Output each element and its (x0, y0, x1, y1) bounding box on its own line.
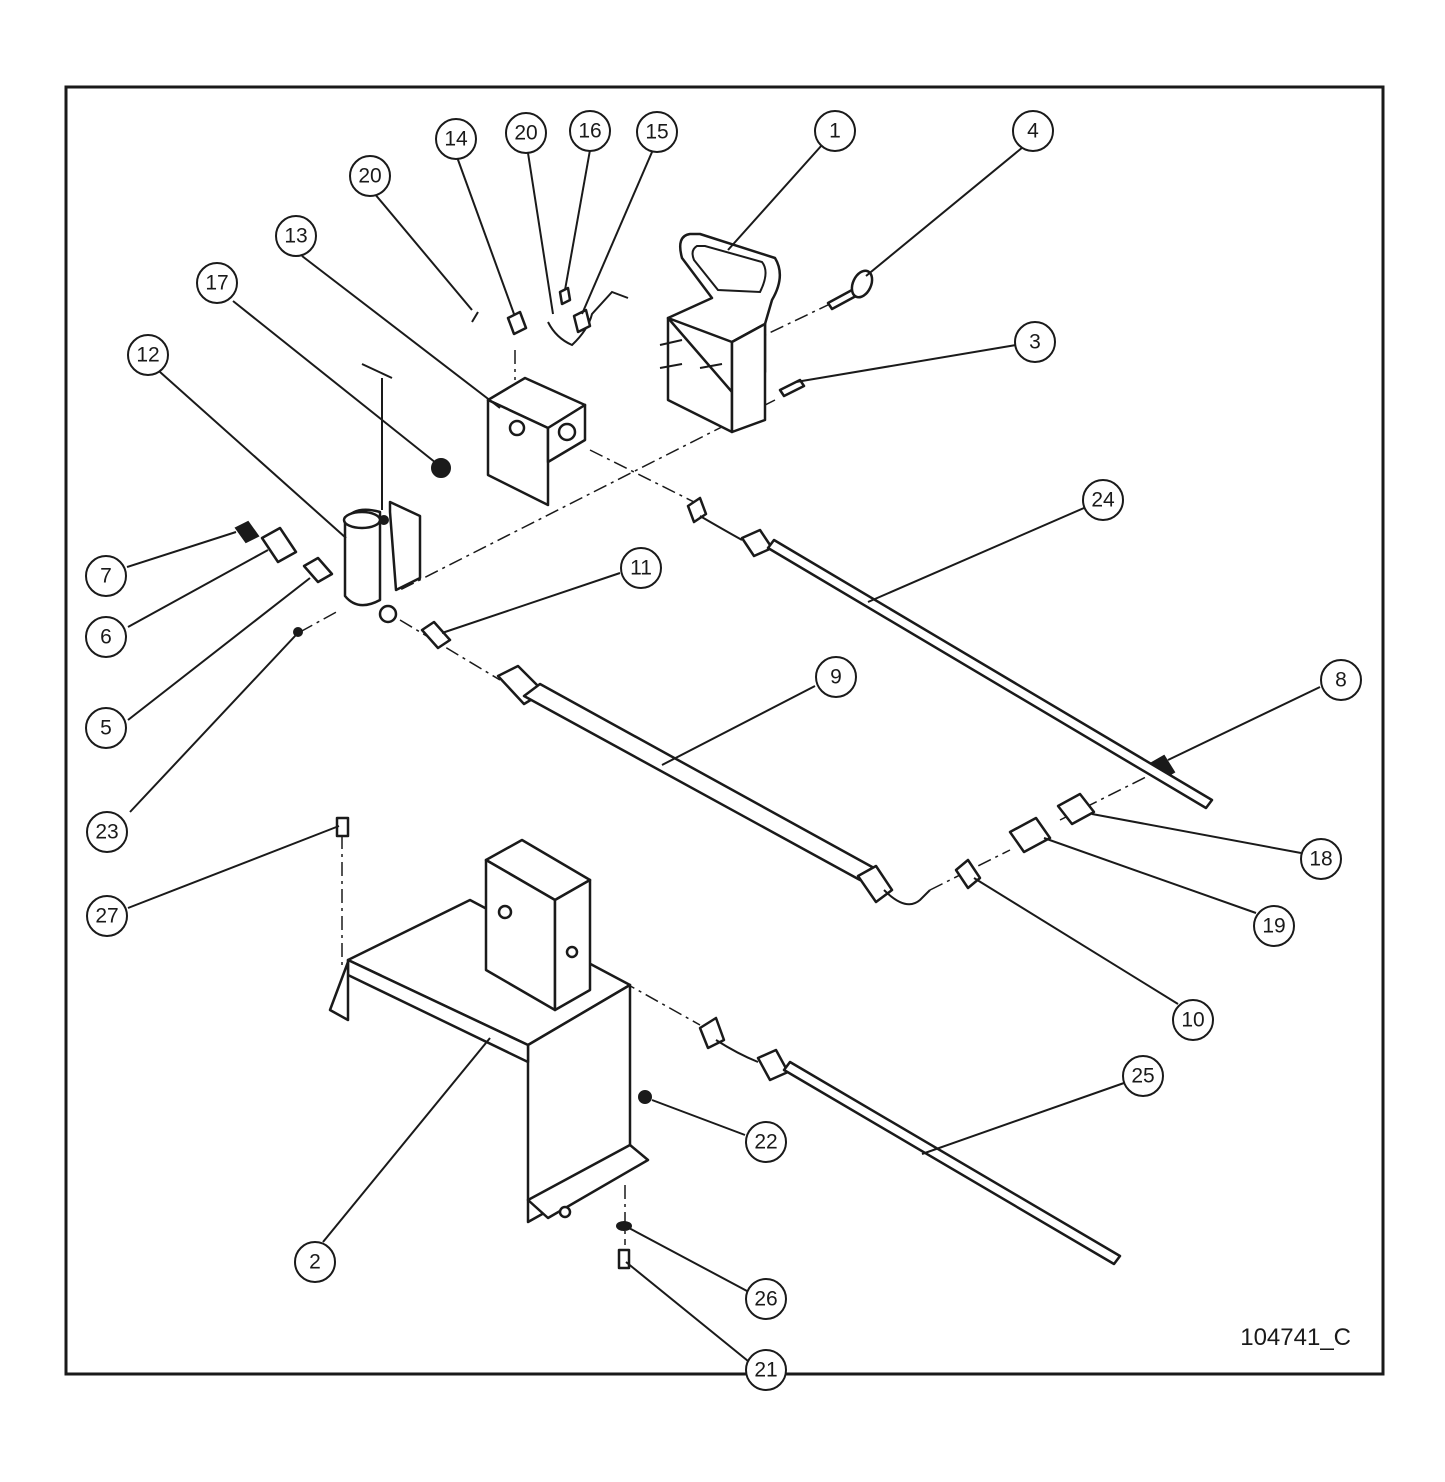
callout-24: 24 (1082, 479, 1124, 521)
callout-13: 13 (275, 215, 317, 257)
part-base-bracket (328, 838, 650, 1224)
part-hose-fitting-11 (420, 620, 452, 650)
callout-label: 21 (754, 1359, 777, 1382)
callout-label: 4 (1027, 120, 1039, 143)
callout-17: 17 (196, 262, 238, 304)
callout-label: 8 (1335, 669, 1347, 692)
callout-label: 12 (136, 344, 159, 367)
callout-15: 15 (636, 111, 678, 153)
callout-7: 7 (85, 555, 127, 597)
callout-label: 6 (100, 626, 112, 649)
drawing-frame (64, 85, 1385, 1376)
callout-12: 12 (127, 334, 169, 376)
callout-label: 20 (514, 122, 537, 145)
callout-19: 19 (1253, 905, 1295, 947)
assembly-centerlines (299, 302, 1151, 1245)
callout-6: 6 (85, 616, 127, 658)
callout-18: 18 (1300, 838, 1342, 880)
callout-9: 9 (815, 656, 857, 698)
callout-label: 2 (309, 1251, 321, 1274)
callout-label: 1 (829, 120, 841, 143)
part-screw-3 (778, 378, 806, 398)
callout-label: 17 (205, 272, 228, 295)
callout-label: 13 (284, 225, 307, 248)
callout-23: 23 (86, 811, 128, 853)
part-fittings-5-6-7 (234, 520, 334, 584)
callout-20-left: 20 (349, 155, 391, 197)
drawing-number: 104741_C (1240, 1324, 1351, 1351)
callout-3: 3 (1014, 321, 1056, 363)
callout-label: 22 (754, 1131, 777, 1154)
callout-14: 14 (435, 118, 477, 160)
part-knob (431, 458, 451, 478)
callout-2: 2 (294, 1241, 336, 1283)
part-cable-lower (698, 1016, 1122, 1266)
callout-label: 19 (1262, 915, 1285, 938)
part-valve-body (486, 376, 587, 507)
callout-label: 11 (630, 557, 652, 580)
callout-label: 10 (1181, 1009, 1204, 1032)
callout-11: 11 (620, 547, 662, 589)
part-ball (293, 627, 303, 637)
part-hose (496, 664, 931, 906)
callout-label: 9 (830, 666, 842, 689)
part-solenoid (342, 363, 422, 624)
callout-8: 8 (1320, 659, 1362, 701)
callout-5: 5 (85, 707, 127, 749)
callout-26: 26 (745, 1278, 787, 1320)
part-fittings-8-10-18-19 (954, 754, 1176, 890)
callout-label: 18 (1309, 848, 1332, 871)
part-small-hardware (335, 816, 652, 1270)
part-handle-bracket (659, 232, 781, 434)
callout-label: 20 (358, 165, 381, 188)
callout-20-upper: 20 (505, 112, 547, 154)
part-ring-pin (826, 269, 874, 311)
callout-16: 16 (569, 110, 611, 152)
callout-22: 22 (745, 1121, 787, 1163)
callout-10: 10 (1172, 999, 1214, 1041)
callout-1: 1 (814, 110, 856, 152)
callout-label: 3 (1029, 331, 1041, 354)
part-cable-upper (686, 496, 1214, 810)
callout-label: 26 (754, 1288, 777, 1311)
callout-label: 16 (578, 120, 601, 143)
callout-label: 25 (1131, 1065, 1154, 1088)
callout-label: 27 (95, 905, 118, 928)
callout-label: 14 (444, 128, 468, 151)
callout-label: 5 (100, 717, 112, 740)
callout-label: 15 (645, 121, 668, 144)
callout-label: 7 (100, 565, 112, 588)
callout-21: 21 (745, 1349, 787, 1391)
callout-4: 4 (1012, 110, 1054, 152)
callout-label: 23 (95, 821, 118, 844)
callout-25: 25 (1122, 1055, 1164, 1097)
part-small-fittings (471, 286, 629, 347)
callout-27: 27 (86, 895, 128, 937)
callout-leaders (126, 144, 1321, 1362)
callout-label: 24 (1091, 489, 1115, 512)
